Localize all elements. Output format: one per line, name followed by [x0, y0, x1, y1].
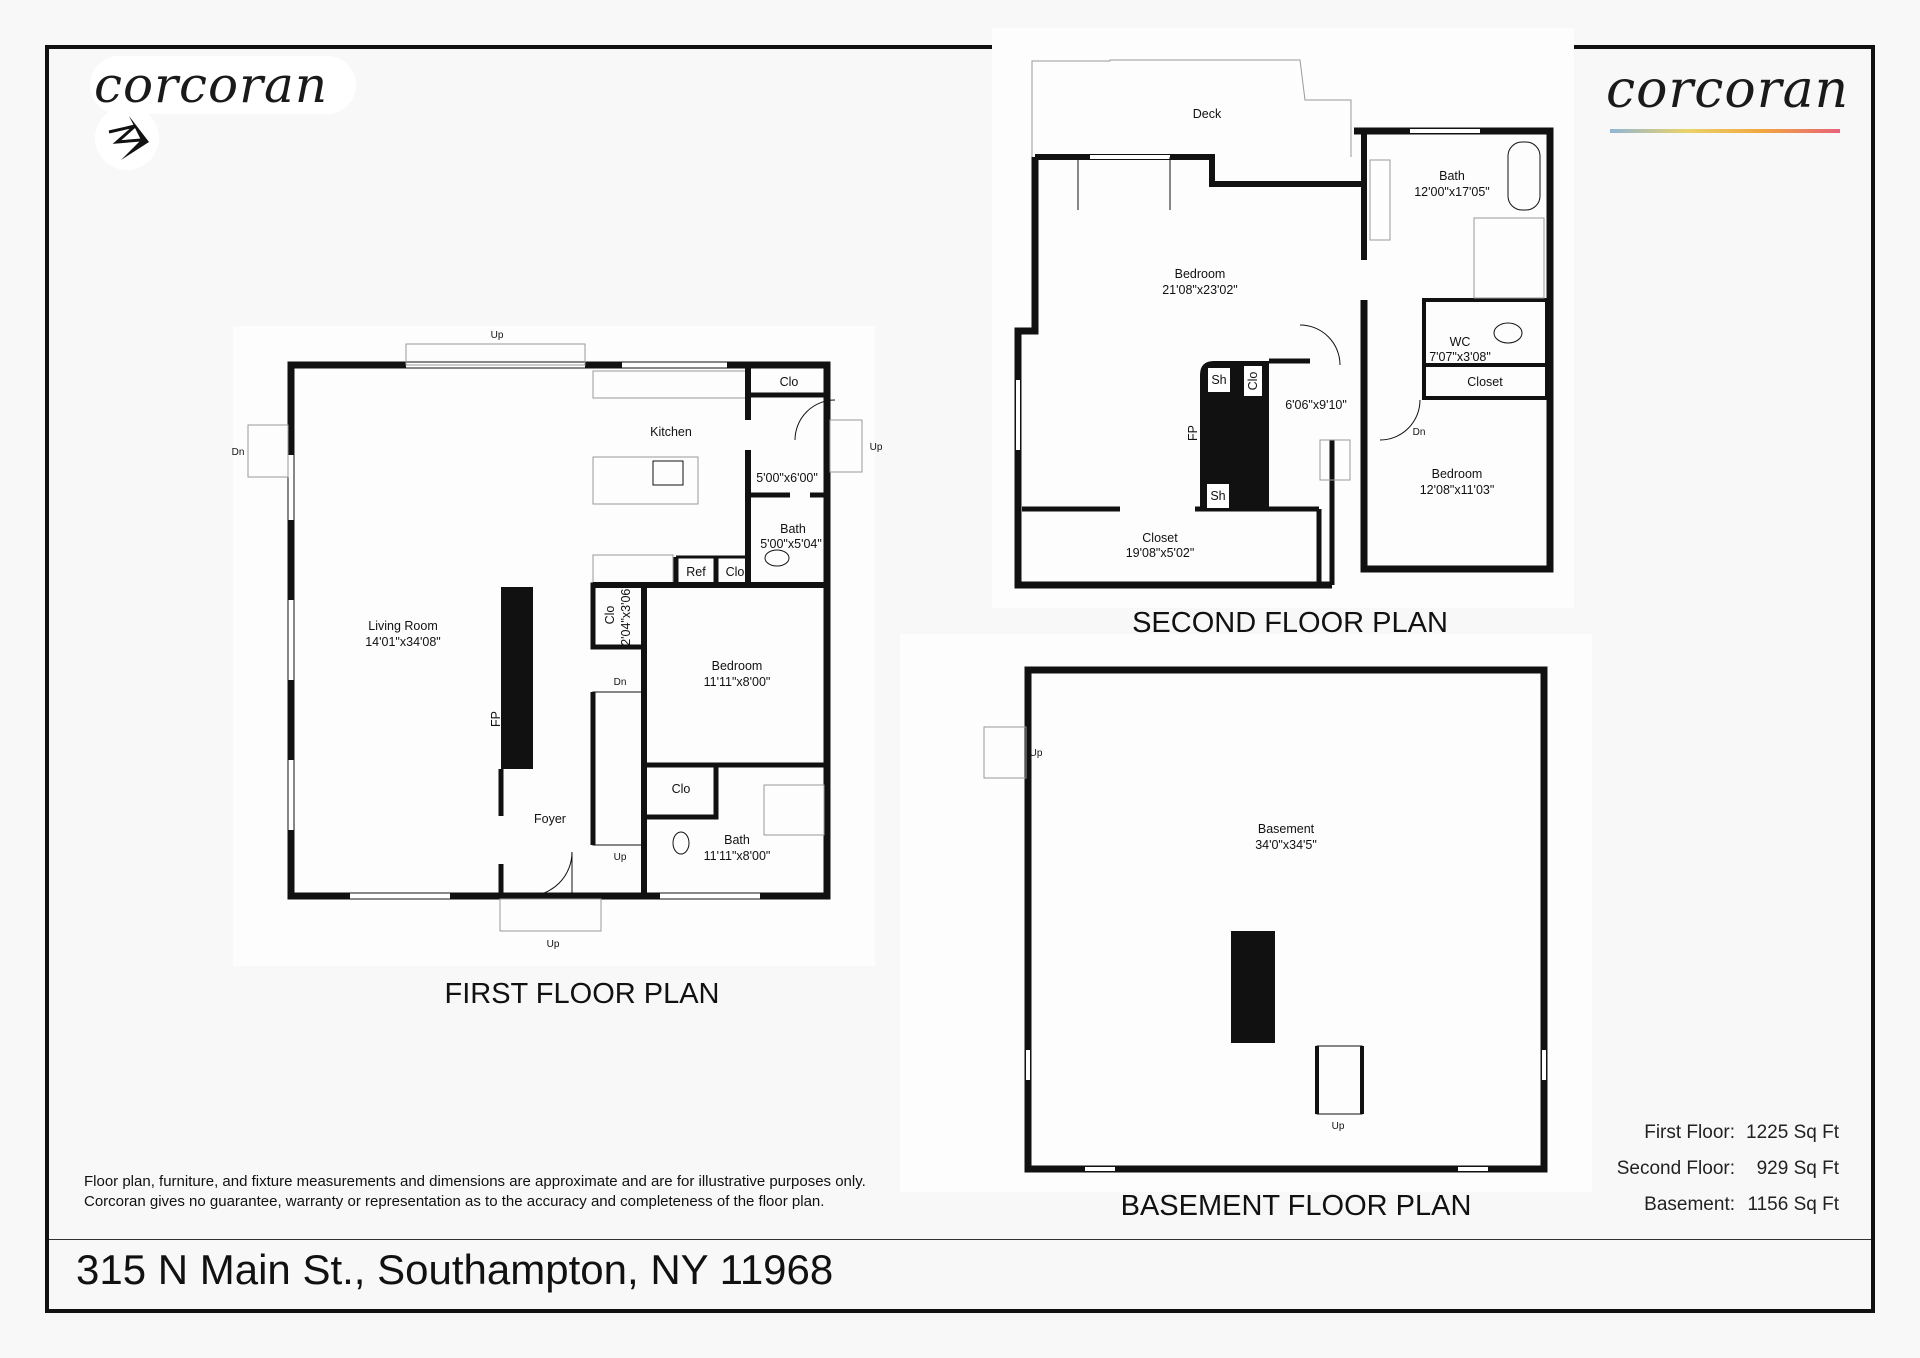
room-dimension: 34'0"x34'5": [1255, 838, 1317, 852]
disclaimer-line: Floor plan, furniture, and fixture measu…: [84, 1173, 866, 1190]
page-frame: [45, 45, 1875, 1313]
room-foyer: Foyer: [534, 812, 566, 826]
room-shower: Sh: [1210, 489, 1225, 503]
dn-label: Dn: [1413, 427, 1426, 438]
up-label: Up: [614, 852, 627, 863]
second-floor-panel: [992, 28, 1574, 608]
corcoran-logo-right: corcoran: [1606, 60, 1850, 120]
area-label: First Floor:: [1644, 1122, 1735, 1143]
room-bath: Bath: [780, 522, 806, 536]
room-dimension: 12'00"x17'05": [1414, 185, 1490, 199]
first-floor-labels: Up Dn Kitchen Clo Up 5'00"x6'00" Bath 5'…: [232, 330, 883, 950]
up-label: Up: [491, 330, 504, 341]
basement-floor-title: BASEMENT FLOOR PLAN: [1120, 1190, 1472, 1222]
area-value: 1225 Sq Ft: [1746, 1122, 1839, 1143]
room-closet: Closet: [1467, 375, 1503, 389]
room-dimension: 7'07"x3'08": [1429, 350, 1491, 364]
room-dimension: 11'11"x8'00": [704, 675, 771, 689]
room-dimension: 21'08"x23'02": [1162, 283, 1238, 297]
room-dimension: 11'11"x8'00": [704, 849, 771, 863]
room-basement: Basement: [1258, 822, 1315, 836]
room-dimension: 2'04"x3'06": [619, 584, 633, 646]
area-row-basement: Basement: 1156 Sq Ft: [1617, 1194, 1839, 1230]
room-bedroom: Bedroom: [1432, 467, 1483, 481]
room-deck: Deck: [1193, 107, 1222, 121]
room-closet: Closet: [1142, 531, 1178, 545]
basement-labels: Up Basement 34'0"x34'5" Up: [1030, 748, 1345, 1132]
room-shower: Sh: [1211, 373, 1226, 387]
first-floor-plan: [247, 343, 863, 932]
room-bath: Bath: [1439, 169, 1465, 183]
area-value: 1156 Sq Ft: [1747, 1194, 1839, 1215]
room-closet: Clo: [726, 565, 745, 579]
area-value: 929 Sq Ft: [1756, 1158, 1839, 1179]
room-dimension: 14'01"x34'08": [365, 635, 441, 649]
room-closet: Clo: [1246, 372, 1260, 391]
room-wc: WC: [1450, 335, 1471, 349]
disclaimer: Floor plan, furniture, and fixture measu…: [84, 1172, 866, 1212]
room-closet: Clo: [672, 782, 691, 796]
room-dimension: 6'06"x9'10": [1285, 398, 1347, 412]
square-footage-summary: First Floor: 1225 Sq Ft Second Floor: 929 …: [1617, 1122, 1839, 1230]
fireplace-label: FP: [1186, 425, 1200, 441]
first-floor-panel: [233, 326, 875, 966]
north-compass-icon: [95, 106, 159, 170]
second-floor-title: SECOND FLOOR PLAN: [1132, 607, 1448, 639]
basement-column: [1231, 931, 1275, 1043]
corcoran-logo-left: corcoran: [90, 56, 357, 114]
second-floor-labels: Deck Bath 12'00"x17'05" Bedroom 21'08"x2…: [1126, 107, 1504, 560]
area-label: Basement:: [1644, 1194, 1735, 1215]
room-dimension: 12'08"x11'03": [1420, 483, 1495, 497]
up-label: Up: [1030, 748, 1043, 759]
shower-bottom: [1207, 484, 1229, 508]
room-closet: Clo: [780, 375, 799, 389]
area-label: Second Floor:: [1616, 1158, 1735, 1179]
room-bath: Bath: [724, 833, 750, 847]
room-dimension: 5'00"x6'00": [756, 471, 818, 485]
disclaimer-line: Corcoran gives no guarantee, warranty or…: [84, 1193, 825, 1210]
first-floor-fireplace: [501, 587, 533, 769]
room-kitchen: Kitchen: [650, 425, 692, 439]
up-label: Up: [547, 939, 560, 950]
shower-top: [1208, 368, 1230, 392]
up-label: Up: [870, 442, 883, 453]
room-dimension: 5'00"x5'04": [760, 537, 822, 551]
basement-plan: [983, 666, 1548, 1173]
closet-small: [1244, 366, 1262, 396]
area-row-first: First Floor: 1225 Sq Ft: [1617, 1122, 1839, 1158]
room-living: Living Room: [368, 619, 437, 633]
dn-label: Dn: [614, 677, 627, 688]
room-closet: Clo: [603, 606, 617, 625]
fireplace-label: FP: [489, 711, 503, 727]
room-refrigerator: Ref: [686, 565, 706, 579]
first-floor-title: FIRST FLOOR PLAN: [444, 978, 720, 1010]
property-address: 315 N Main St., Southampton, NY 11968: [76, 1246, 834, 1293]
basement-panel: [900, 634, 1592, 1192]
brand-gradient-bar: [1610, 129, 1840, 133]
room-dimension: 19'08"x5'02": [1126, 546, 1195, 560]
room-bedroom: Bedroom: [1175, 267, 1226, 281]
up-label: Up: [1332, 1121, 1345, 1132]
room-bedroom: Bedroom: [712, 659, 763, 673]
second-floor-chimney: [1200, 361, 1269, 509]
dn-label: Dn: [232, 447, 245, 458]
footer-divider: [49, 1239, 1871, 1240]
second-floor-plan: [1014, 59, 1554, 589]
area-row-second: Second Floor: 929 Sq Ft: [1617, 1158, 1839, 1194]
